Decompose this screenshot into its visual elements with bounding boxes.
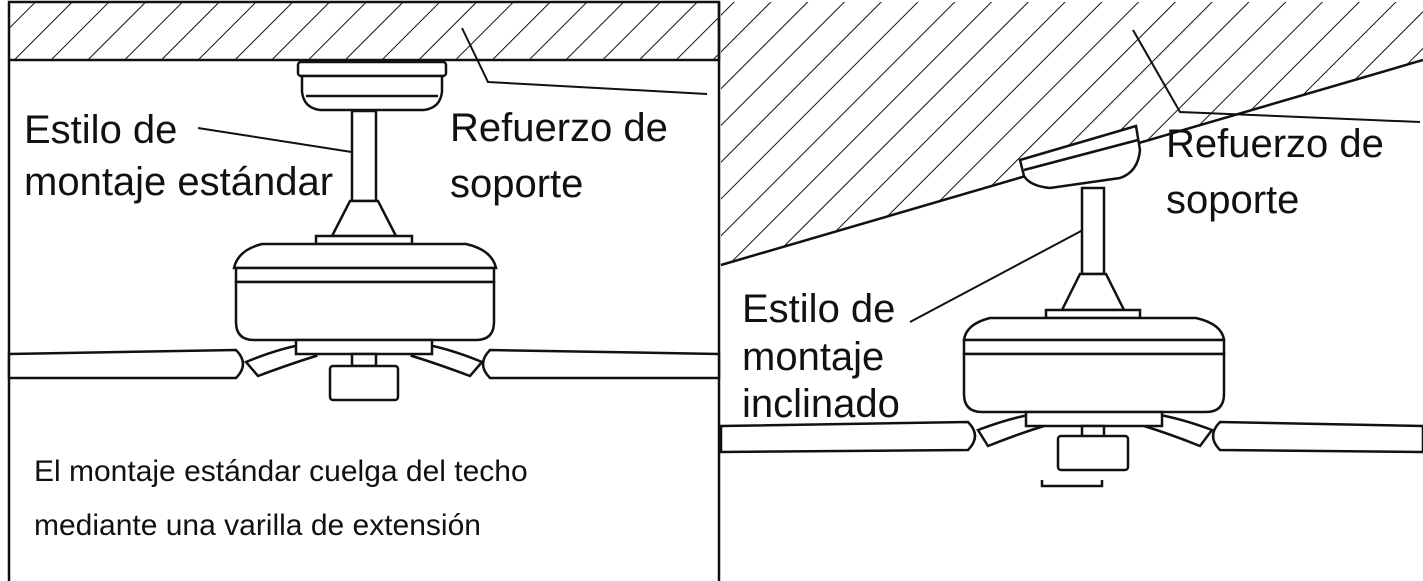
mount-label-line1: Estilo de — [24, 108, 178, 152]
blade-left — [7, 348, 245, 380]
angled-canopy — [1018, 124, 1142, 190]
light-stem — [350, 352, 378, 368]
support-leader-line-right — [1132, 29, 1421, 123]
caption-line2: mediante una varilla de extensión — [34, 509, 481, 542]
canopy-top — [296, 60, 448, 78]
support-label-line1: Refuerzo de — [450, 106, 668, 150]
mount-label-line2: montaje estándar — [24, 160, 334, 204]
motor-band-right — [962, 338, 1226, 356]
light-kit — [328, 364, 400, 402]
caption-line1: El montaje estándar cuelga del techo — [34, 455, 528, 488]
left-panel-standard-mount — [7, 0, 721, 581]
standard-fan — [7, 60, 721, 402]
light-base-right — [1040, 480, 1104, 488]
support-label-right-line1: Refuerzo de — [1166, 122, 1384, 166]
switch-housing-right — [1024, 410, 1164, 428]
downrod — [350, 109, 378, 203]
canopy — [300, 74, 444, 112]
angled-canopy-seam — [1023, 138, 1139, 172]
collar — [329, 199, 399, 238]
downrod-right — [1080, 186, 1106, 276]
sloped-ceiling — [721, 2, 1423, 265]
motor-housing — [234, 280, 496, 342]
mount-label-right-line3: inclinado — [742, 382, 900, 426]
mount-label-right-line2: montaje — [742, 335, 885, 379]
switch-housing — [294, 338, 434, 356]
blade-left-right — [719, 420, 977, 454]
light-kit-right — [1056, 434, 1130, 472]
right-panel-angled-mount — [719, 2, 1423, 488]
mount-label-right-line1: Estilo de — [742, 287, 896, 331]
flat-ceiling — [7, 0, 721, 62]
support-leader-line — [461, 27, 708, 95]
motor-top — [232, 242, 498, 270]
blade-right-right — [1211, 420, 1423, 454]
support-label-right-line2: soporte — [1166, 178, 1300, 222]
support-label-line2: soporte — [450, 162, 584, 206]
mount-leader-line — [197, 127, 359, 154]
motor-band — [234, 266, 496, 284]
collar-right — [1059, 272, 1127, 312]
motor-housing-right — [962, 352, 1226, 414]
blade-right — [481, 348, 721, 380]
angled-fan — [719, 124, 1423, 488]
mount-leader-line-right — [909, 229, 1084, 323]
motor-top-right — [962, 316, 1226, 342]
